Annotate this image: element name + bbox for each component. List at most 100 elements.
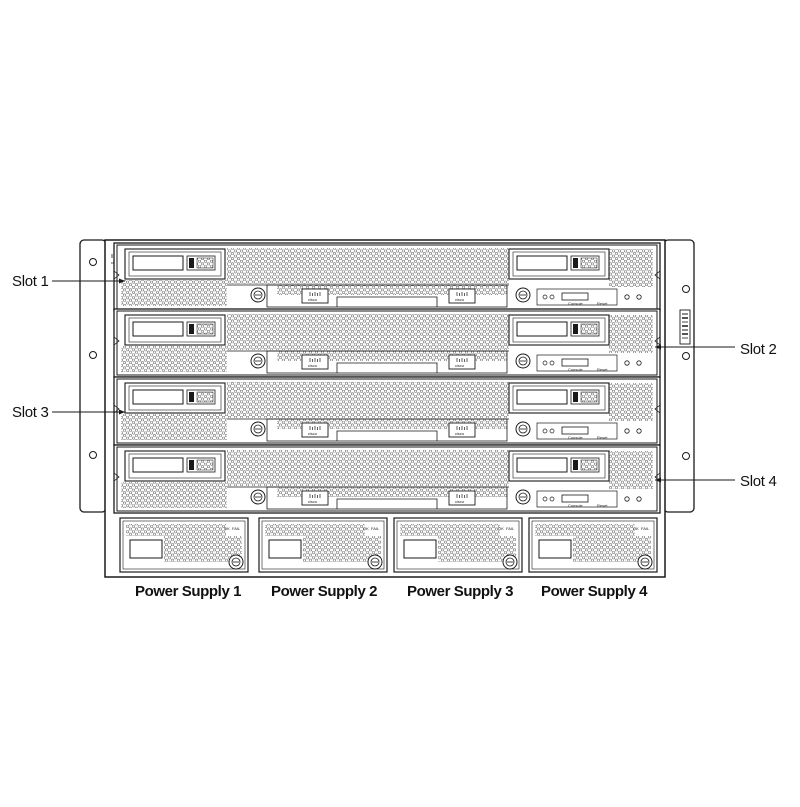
right-grille — [609, 315, 653, 353]
right-grille — [609, 451, 653, 489]
drive-led-icon — [573, 460, 578, 470]
arrowhead-icon — [119, 278, 125, 284]
handle-rail — [266, 284, 508, 308]
slot-2-callout: Slot 2 — [655, 341, 777, 358]
drive-handle — [516, 321, 568, 337]
console-label: Console — [568, 503, 583, 508]
top-grille — [227, 450, 509, 486]
drive-led-icon — [189, 460, 194, 470]
reset-label: Reset — [597, 301, 608, 306]
psu-top-grille — [400, 524, 500, 536]
arrowhead-icon — [119, 409, 125, 415]
slot-3-callout: Slot 3 — [12, 404, 125, 421]
ejector-handle-icon — [336, 362, 438, 373]
psu-handle-icon — [129, 539, 163, 559]
drive-handle — [516, 389, 568, 405]
console-label: Console — [568, 301, 583, 306]
cisco-logo-icon: cisco — [455, 363, 465, 368]
drive-led-icon — [189, 392, 194, 402]
ejector-handle-icon — [336, 430, 438, 441]
mid-grille — [277, 419, 507, 429]
callout-labels: Slot 1 Slot 2 Slot 3 Slot 4 Power Supply 1 Po… — [12, 273, 777, 600]
cisco-logo-icon: cisco — [308, 297, 318, 302]
console-port-icon — [561, 292, 589, 301]
top-grille — [227, 248, 509, 284]
drive-handle — [132, 255, 184, 271]
power-supply-1-label: Power Supply 1 — [135, 583, 241, 600]
console-port-icon — [561, 358, 589, 367]
psu-handle-icon — [538, 539, 572, 559]
latch-icon — [113, 270, 120, 280]
cisco-logo-icon: cisco — [455, 499, 465, 504]
psu-fail-label: FAIL — [371, 526, 380, 531]
reset-label: Reset — [597, 435, 608, 440]
reset-label: Reset — [597, 503, 608, 508]
ejector-handle-icon — [336, 498, 438, 509]
psu-grille — [303, 536, 381, 562]
reset-button-icon — [624, 294, 630, 300]
left-grille — [121, 280, 227, 306]
console-label: Console — [568, 435, 583, 440]
cisco-logo-icon: cisco — [308, 431, 318, 436]
psu-top-grille — [535, 524, 635, 536]
slot-1-callout: Slot 1 — [12, 273, 125, 290]
slot-2-label: Slot 2 — [740, 341, 777, 358]
psu-ok-label: OK — [633, 526, 639, 531]
cisco-logo-icon: cisco — [455, 431, 465, 436]
left-grille — [121, 482, 227, 508]
handle-rail — [266, 418, 508, 442]
top-grille — [227, 382, 509, 418]
psu-fail-label: FAIL — [506, 526, 515, 531]
handle-rail — [266, 486, 508, 510]
status-led-icon — [542, 496, 548, 502]
drive-handle — [516, 457, 568, 473]
drive-handle — [516, 255, 568, 271]
drive-led-icon — [189, 324, 194, 334]
barcode-icon — [679, 309, 691, 345]
psu-handle-icon — [403, 539, 437, 559]
handle-rail — [266, 350, 508, 374]
psu-ok-label: OK — [224, 526, 230, 531]
status-led-icon — [542, 360, 548, 366]
left-grille — [121, 414, 227, 440]
right-grille — [609, 249, 653, 287]
latch-icon — [113, 336, 120, 346]
psu-grille — [438, 536, 516, 562]
right-grille — [609, 383, 653, 421]
psu-fail-label: FAIL — [232, 526, 241, 531]
power-supply-2-label: Power Supply 2 — [271, 583, 377, 600]
slot-4-callout: Slot 4 — [655, 473, 777, 490]
reset-button-icon — [624, 360, 630, 366]
psu-handle-icon — [268, 539, 302, 559]
ejector-handle-icon — [336, 296, 438, 307]
console-label: Console — [568, 367, 583, 372]
drive-led-icon — [573, 258, 578, 268]
reset-button-icon — [624, 428, 630, 434]
slot-4-label: Slot 4 — [740, 473, 777, 490]
psu-ok-label: OK — [363, 526, 369, 531]
psu-top-grille — [265, 524, 365, 536]
mid-grille — [277, 487, 507, 497]
cisco-logo-icon: cisco — [308, 499, 318, 504]
reset-button-icon — [624, 496, 630, 502]
status-led-icon — [542, 294, 548, 300]
arrowhead-icon — [655, 344, 661, 350]
power-supply-4-label: Power Supply 4 — [541, 583, 648, 600]
psu-top-grille — [126, 524, 226, 536]
top-grille — [227, 314, 509, 350]
console-port-icon — [561, 494, 589, 503]
psu-ok-label: OK — [498, 526, 504, 531]
drive-handle — [132, 457, 184, 473]
right-rack-ear — [663, 239, 695, 513]
drive-handle — [132, 389, 184, 405]
